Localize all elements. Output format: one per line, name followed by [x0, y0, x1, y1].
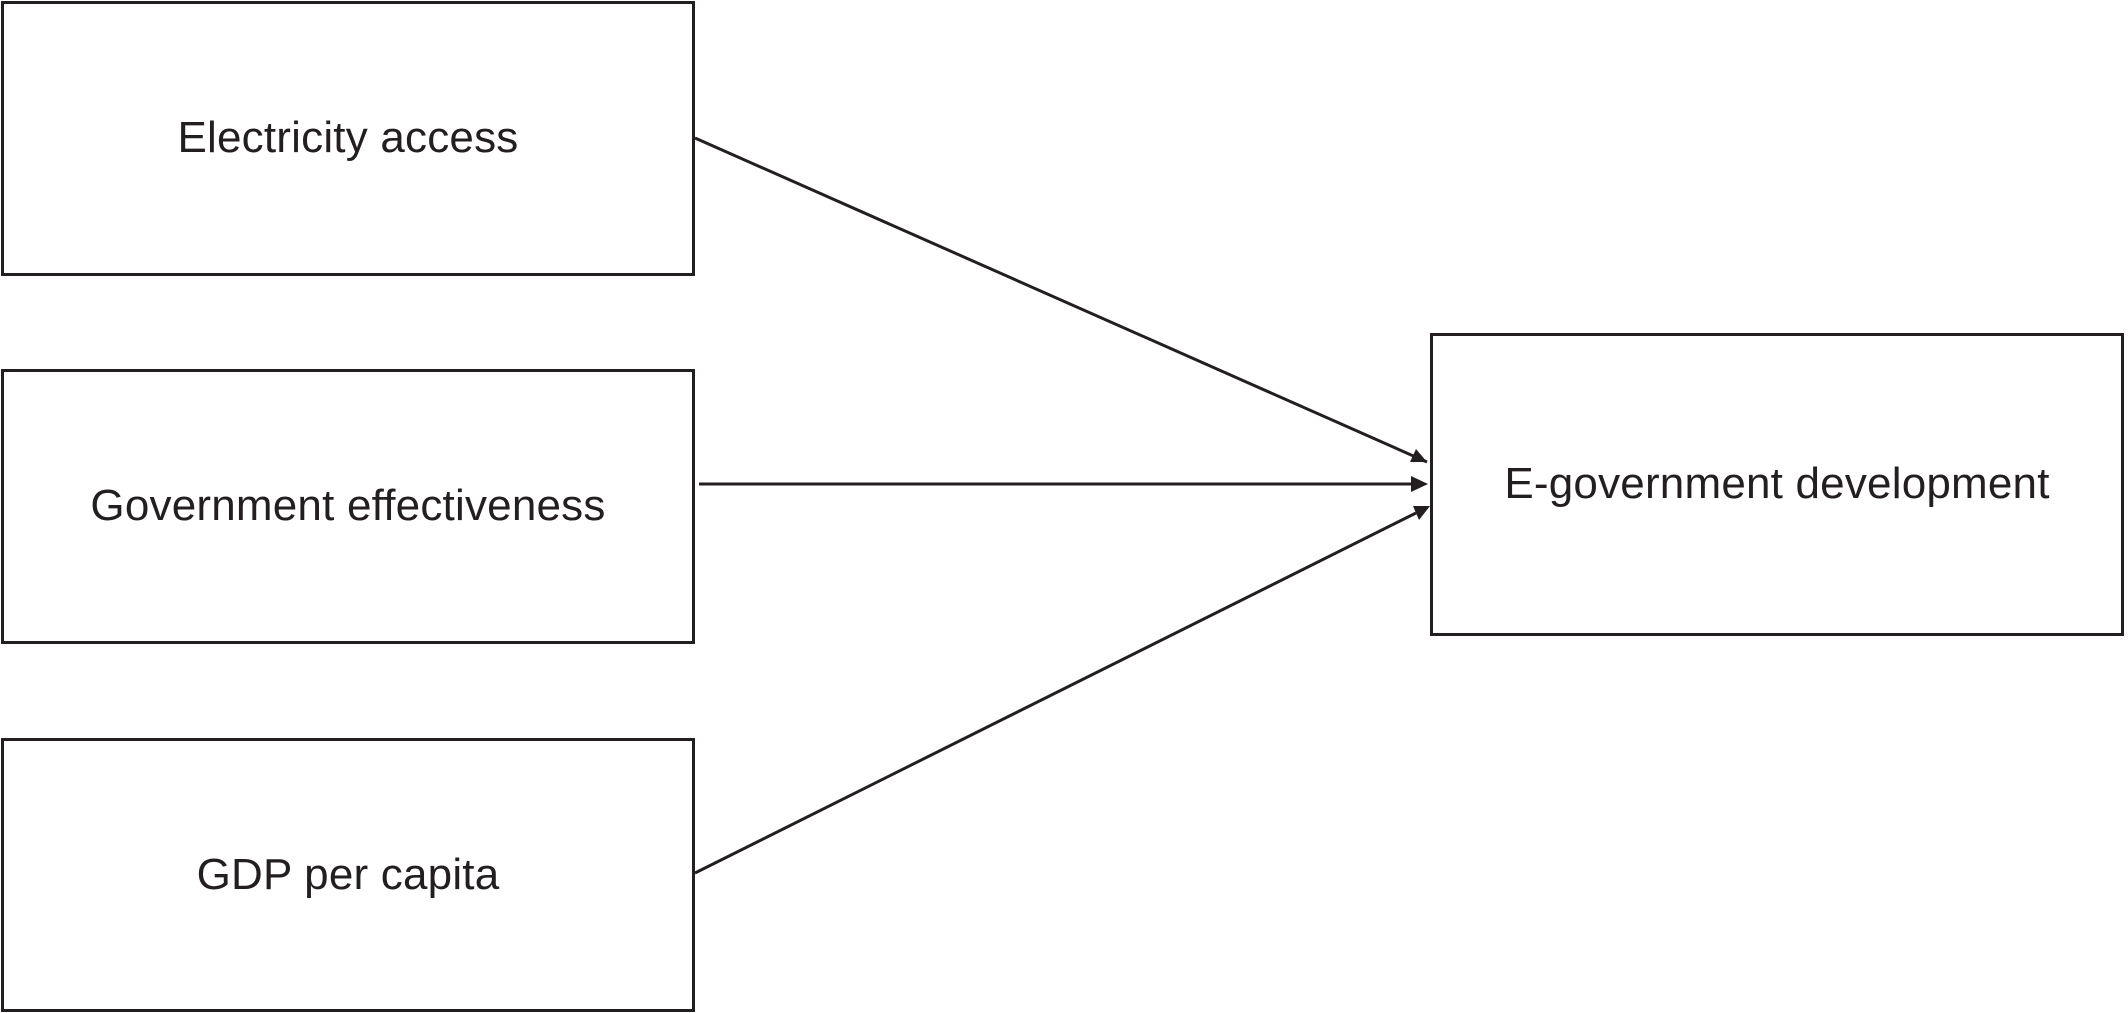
node-government-effectiveness: Government effectiveness [1, 369, 695, 644]
node-egovernment-development: E-government development [1430, 333, 2124, 636]
node-label-government-effectiveness: Government effectiveness [90, 481, 606, 531]
arrow-gdp-to-egov [694, 511, 1417, 875]
node-label-electricity-access: Electricity access [177, 113, 519, 163]
node-gdp-per-capita: GDP per capita [1, 738, 695, 1012]
arrowhead-government-to-egov [1411, 476, 1428, 492]
node-electricity-access: Electricity access [1, 1, 695, 276]
node-label-egovernment-development: E-government development [1504, 459, 2050, 509]
arrowhead-gdp-to-egov [1413, 506, 1430, 520]
arrow-electricity-to-egov [694, 136, 1428, 464]
arrowhead-electricity-to-egov [1410, 449, 1427, 462]
node-label-gdp-per-capita: GDP per capita [196, 849, 500, 899]
